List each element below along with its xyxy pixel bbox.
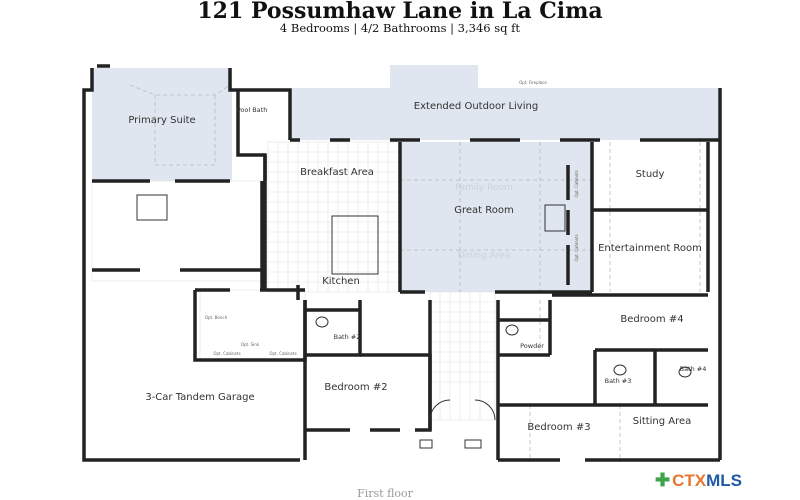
ctxmls-logo: ✚ CTX MLS bbox=[655, 470, 742, 491]
ghost-label-family-room: Family Room bbox=[455, 183, 512, 193]
room-label-pool-bath: Pool Bath bbox=[237, 106, 268, 114]
tile-lines bbox=[268, 142, 495, 420]
room-label-primary-suite: Primary Suite bbox=[128, 115, 195, 126]
listing-title: 121 Possumhaw Lane in La Cima bbox=[197, 0, 603, 24]
logo-ctx: CTX bbox=[672, 470, 707, 490]
fixtures bbox=[136, 194, 692, 449]
walls bbox=[82, 64, 722, 462]
room-label-garage: 3-Car Tandem Garage bbox=[145, 392, 254, 403]
texas-star-icon: ✚ bbox=[655, 470, 671, 490]
ghost-label-dining-area: Dining Area bbox=[458, 251, 511, 261]
primary-suite-area bbox=[92, 68, 232, 181]
room-label-entertainment-room: Entertainment Room bbox=[598, 243, 702, 254]
room-label-kitchen: Kitchen bbox=[322, 276, 360, 287]
ceiling-lines bbox=[129, 84, 701, 460]
option-label-fireplace: Opt. Fireplace bbox=[519, 80, 547, 85]
outdoor-living-area bbox=[290, 88, 718, 140]
room-label-powder: Powder bbox=[520, 342, 544, 350]
option-label-cabinets-great-room-top: Opt. Cabinets bbox=[574, 170, 579, 197]
option-label-sink: Opt. Sink bbox=[241, 342, 260, 347]
room-label-outdoor-living: Extended Outdoor Living bbox=[414, 101, 538, 112]
room-label-great-room: Great Room bbox=[454, 205, 514, 216]
room-label-study: Study bbox=[636, 169, 665, 180]
room-label-breakfast-area: Breakfast Area bbox=[300, 167, 374, 178]
room-label-bedroom-3: Bedroom #3 bbox=[527, 422, 590, 433]
great-room-area bbox=[400, 142, 592, 292]
room-label-bath-3: Bath #3 bbox=[605, 377, 632, 385]
room-label-bath-4: Bath #4 bbox=[680, 365, 707, 373]
option-label-cabinets-right: Opt. Cabinets bbox=[269, 351, 296, 356]
option-label-cabinets-great-room-bottom: Opt. Cabinets bbox=[574, 234, 579, 261]
room-label-sitting-area: Sitting Area bbox=[633, 416, 692, 427]
option-label-cabinets-left: Opt. Cabinets bbox=[213, 351, 240, 356]
room-label-bath-2: Bath #2 bbox=[334, 333, 361, 341]
outdoor-living-extension bbox=[390, 65, 478, 90]
option-label-bench: Opt. Bench bbox=[205, 315, 228, 320]
room-label-bedroom-4: Bedroom #4 bbox=[620, 314, 683, 325]
listing-subtitle: 4 Bedrooms | 4/2 Bathrooms | 3,346 sq ft bbox=[279, 21, 521, 35]
room-label-bedroom-2: Bedroom #2 bbox=[324, 382, 387, 393]
floor-label: First floor bbox=[357, 487, 413, 500]
logo-mls: MLS bbox=[706, 470, 742, 490]
